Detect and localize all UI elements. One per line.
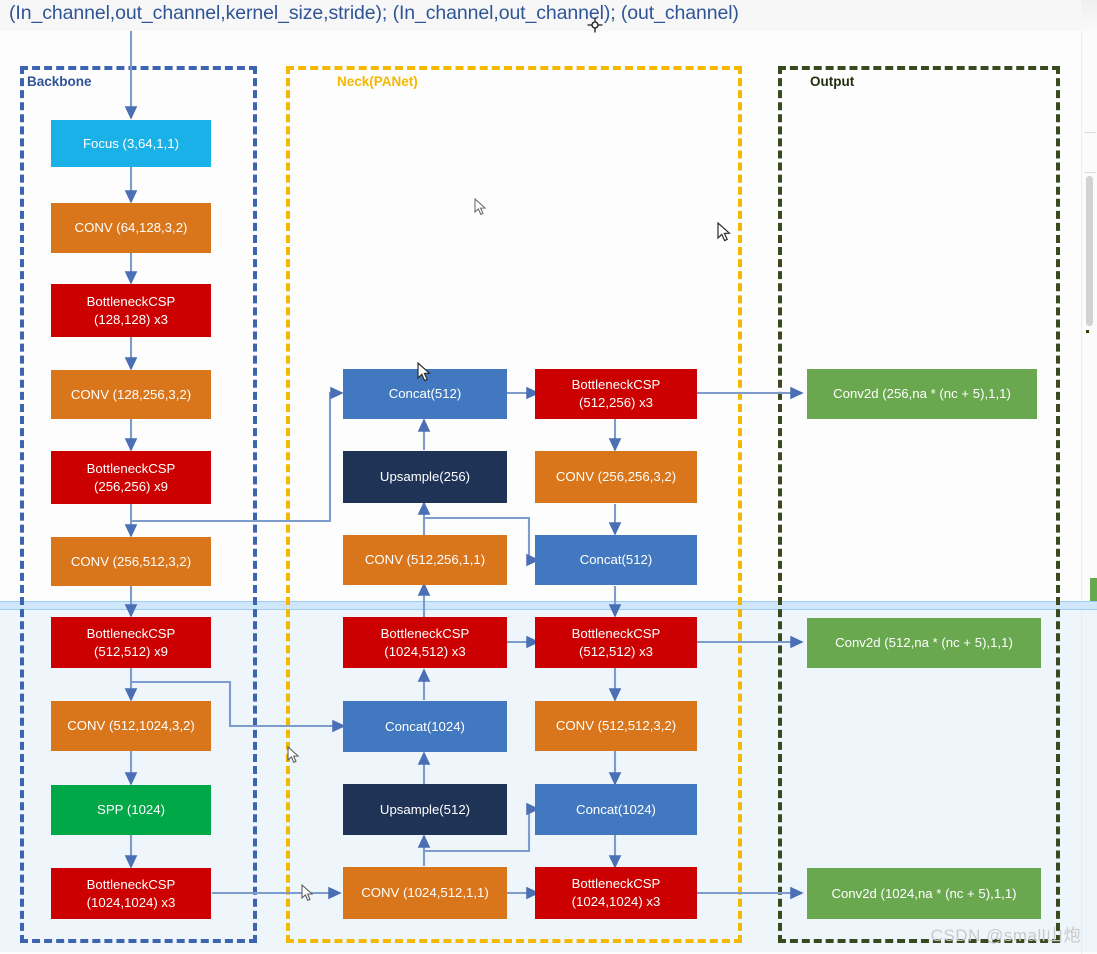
node-upsample-256[interactable]: Upsample(256) — [343, 451, 507, 503]
watermark: CSDN @small山炮 — [930, 926, 1081, 945]
page-right-edge — [1081, 31, 1097, 954]
node-output-conv2d-512[interactable]: Conv2d (512,na * (nc + 5),1,1) — [807, 618, 1041, 668]
node-conv-512-512[interactable]: CONV (512,512,3,2) — [535, 701, 697, 751]
node-upsample-512[interactable]: Upsample(512) — [343, 784, 507, 835]
node-conv-512-1024[interactable]: CONV (512,1024,3,2) — [51, 701, 211, 751]
node-conv-64-128[interactable]: CONV (64,128,3,2) — [51, 203, 211, 253]
node-concat-512-top[interactable]: Concat(512) — [343, 369, 507, 419]
node-conv-128-256[interactable]: CONV (128,256,3,2) — [51, 370, 211, 419]
node-concat-512-mid[interactable]: Concat(512) — [535, 535, 697, 585]
node-output-conv2d-256[interactable]: Conv2d (256,na * (nc + 5),1,1) — [807, 369, 1037, 419]
caption-bar: (In_channel,out_channel,kernel_size,stri… — [0, 0, 1097, 32]
edge-marker — [1086, 330, 1089, 333]
edge-rule-1 — [1084, 132, 1096, 133]
group-output[interactable] — [778, 66, 1060, 943]
node-csp-128-128[interactable]: BottleneckCSP (128,128) x3 — [51, 284, 211, 337]
node-csp-512-512-x9[interactable]: BottleneckCSP (512,512) x9 — [51, 617, 211, 668]
node-csp-512-256[interactable]: BottleneckCSP (512,256) x3 — [535, 369, 697, 419]
group-label-neck: Neck(PANet) — [337, 74, 418, 89]
group-label-backbone: Backbone — [27, 74, 92, 89]
node-csp-512-512-x3[interactable]: BottleneckCSP (512,512) x3 — [535, 617, 697, 668]
selection-highlight-band — [0, 601, 1097, 610]
group-label-output: Output — [810, 74, 855, 89]
page-edge-top-gradient — [1081, 0, 1097, 31]
node-conv-256-512[interactable]: CONV (256,512,3,2) — [51, 537, 211, 586]
node-concat-1024-mid[interactable]: Concat(1024) — [343, 701, 507, 752]
node-csp-1024-1024-backbone[interactable]: BottleneckCSP (1024,1024) x3 — [51, 868, 211, 919]
edge-rule-2 — [1084, 172, 1096, 173]
node-spp-1024[interactable]: SPP (1024) — [51, 785, 211, 835]
node-csp-1024-512[interactable]: BottleneckCSP (1024,512) x3 — [343, 617, 507, 668]
node-conv-256-256[interactable]: CONV (256,256,3,2) — [535, 451, 697, 503]
node-output-conv2d-1024[interactable]: Conv2d (1024,na * (nc + 5),1,1) — [807, 868, 1041, 919]
edge-green-chip — [1090, 578, 1097, 604]
node-focus[interactable]: Focus (3,64,1,1) — [51, 120, 211, 167]
vertical-scrollbar-thumb[interactable] — [1086, 176, 1093, 326]
node-conv-1024-512[interactable]: CONV (1024,512,1,1) — [343, 867, 507, 919]
node-csp-256-256[interactable]: BottleneckCSP (256,256) x9 — [51, 451, 211, 504]
node-concat-1024-low[interactable]: Concat(1024) — [535, 784, 697, 835]
caption-text: (In_channel,out_channel,kernel_size,stri… — [9, 2, 739, 24]
node-conv-512-256[interactable]: CONV (512,256,1,1) — [343, 535, 507, 585]
node-csp-1024-1024-neck[interactable]: BottleneckCSP (1024,1024) x3 — [535, 867, 697, 919]
